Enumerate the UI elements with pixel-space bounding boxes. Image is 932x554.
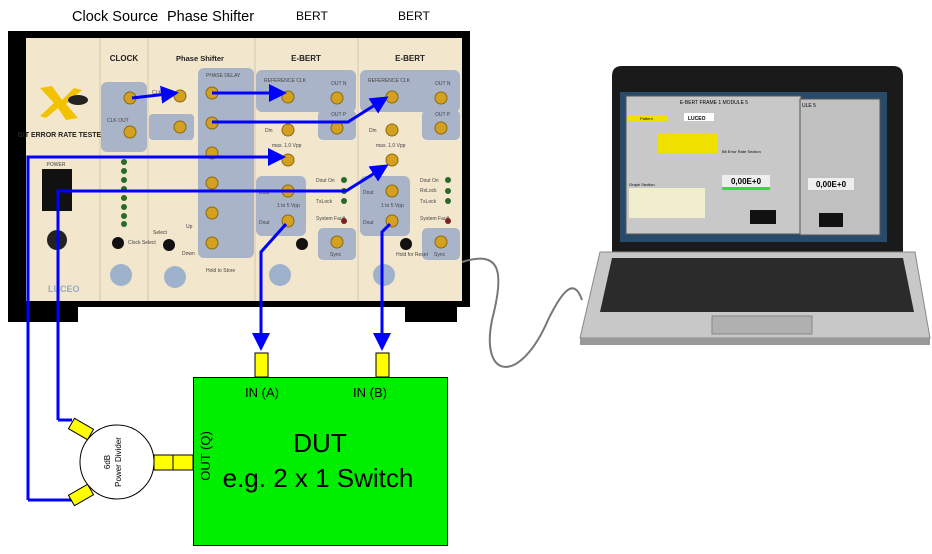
screen-luceo-logo: LUCEO [688, 116, 706, 122]
bert-b-sync: Sync [434, 252, 446, 258]
bert-a-title: E-BERT [291, 54, 321, 63]
wire-phase2-to-bert-b [212, 96, 389, 124]
bert-b-ref-in [385, 90, 399, 104]
clock-n-connector [123, 125, 137, 139]
bert-b-din-n: Din [369, 128, 377, 134]
clk-in-label: CLK in [152, 90, 167, 96]
bert-b-reset-button[interactable] [400, 238, 412, 250]
bert-a-dout-n: Dout [259, 190, 270, 196]
bert-a-din-max: max. 1.0 Vpp [272, 143, 302, 149]
wire-bert-a-to-dut-a [252, 223, 288, 351]
phase-shifter-module: Phase Shifter PHASE DELAY CLK in Select … [149, 54, 254, 288]
laptop: E-BERT FRAME 1 MODULE 5 ULE 5 Pattern LU… [579, 66, 931, 345]
bert-a-reset-button[interactable] [296, 238, 308, 250]
clock-title: CLOCK [110, 54, 139, 63]
bert-rack: BIT ERROR RATE TESTER POWER LUCEO CLOCK … [8, 31, 470, 322]
phase-select-button[interactable] [163, 239, 175, 251]
out-label: OUT (Q) [198, 431, 213, 481]
hold-store-label: Hold to Store [206, 268, 235, 274]
clock-module: CLOCK CLK OUT Clock Select [101, 54, 156, 286]
bert-module-b: E-BERT REFERENCE CLK OUT N OUT P Din max… [360, 54, 460, 286]
clock-select-button[interactable] [112, 237, 124, 249]
in-b-label: IN (B) [353, 385, 387, 400]
status-system-fault: System Fault [316, 216, 346, 222]
divider-db-label: 6dB [103, 455, 112, 469]
bert-a-dout-range: 1 to 5 Vpp [277, 203, 300, 209]
status-rxlock: RxLock [420, 188, 437, 194]
dut-block: IN (A) IN (B) DUT e.g. 2 x 1 Switch OUT … [193, 352, 448, 546]
power-divider: 6dB Power Divider [67, 417, 194, 507]
header-bert-a: BERT [296, 9, 328, 23]
dut-title: DUT [293, 428, 347, 458]
bert-b-dout-range: 1 to 5 Vpp [381, 203, 404, 209]
header-bert-b: BERT [398, 9, 430, 23]
graph-area [629, 188, 705, 218]
bert-a-din-p [281, 153, 295, 167]
ber-section-label: Bit Error Rate Section [722, 149, 761, 154]
phase-title: Phase Shifter [176, 54, 224, 63]
wire-divider-to-bert-a-din [26, 148, 286, 500]
window-title: E-BERT FRAME 1 MODULE 5 [680, 100, 748, 106]
dut-subtitle: e.g. 2 x 1 Switch [223, 463, 414, 493]
power-label: POWER [47, 162, 66, 168]
phase-delay-label: PHASE DELAY [206, 73, 241, 79]
up-label: Up [186, 224, 193, 230]
bert-a-ref-clk: REFERENCE CLK [264, 78, 307, 84]
bert-b-title: E-BERT [395, 54, 425, 63]
down-label: Down [182, 251, 195, 257]
bert-b-dout-n: Dout [363, 190, 374, 196]
window-title-2: ULE 5 [802, 103, 816, 109]
bert-b-reset-label: Hold for Reset [396, 252, 429, 258]
brand-title: BIT ERROR RATE TESTER [18, 132, 107, 139]
bert-b-out-p: OUT P [435, 112, 451, 118]
bert-a-dout-p: Dout [259, 220, 270, 226]
bert-b-ref-clk: REFERENCE CLK [368, 78, 411, 84]
header-clock-source: Clock Source [72, 9, 158, 25]
status-txlock: TxLock [420, 199, 437, 205]
wire-clock-to-phase [131, 85, 179, 104]
bert-b-dout-p: Dout [363, 220, 374, 226]
graph-section-label: Graph Section [629, 182, 655, 187]
status-system-fault: System Fault [420, 216, 450, 222]
in-a-label: IN (A) [245, 385, 279, 400]
bert-b-out-n: OUT N [435, 81, 451, 87]
bert-a-out-n: OUT N [331, 81, 347, 87]
pattern-dropdown[interactable]: Pattern [640, 116, 653, 121]
ebert-window-2[interactable] [799, 98, 881, 236]
xbert-logo [40, 86, 88, 120]
bert-b-din-max: max. 1.0 Vpp [376, 143, 406, 149]
usb-cable [461, 257, 583, 368]
clk-out-label: CLK OUT [107, 118, 129, 124]
divider-name-label: Power Divider [114, 437, 123, 487]
bert-a-out-p: OUT P [331, 112, 347, 118]
status-txlock: TxLock [316, 199, 333, 205]
signal-wires [26, 84, 392, 502]
wire-bert-b-to-dut-b [373, 222, 392, 351]
ber-value: 0,00E+0 [731, 177, 762, 186]
luceo-logo: LUCEO [48, 284, 80, 294]
bert-a-sync: Sync [330, 252, 342, 258]
ber-value-2: 0,00E+0 [816, 180, 847, 189]
phase-select-label: Select [153, 230, 168, 236]
wire-divider-to-bert-b-din [56, 164, 389, 420]
status-dout-on: Dout On [316, 178, 335, 184]
header-phase-shifter: Phase Shifter [167, 9, 254, 25]
clock-select-label: Clock Select [128, 240, 156, 246]
bert-a-din-n: Din [265, 128, 273, 134]
status-dout-on: Dout On [420, 178, 439, 184]
bert-b-din-p [385, 153, 399, 167]
in-a-connector [254, 352, 269, 378]
in-b-connector [375, 352, 390, 378]
